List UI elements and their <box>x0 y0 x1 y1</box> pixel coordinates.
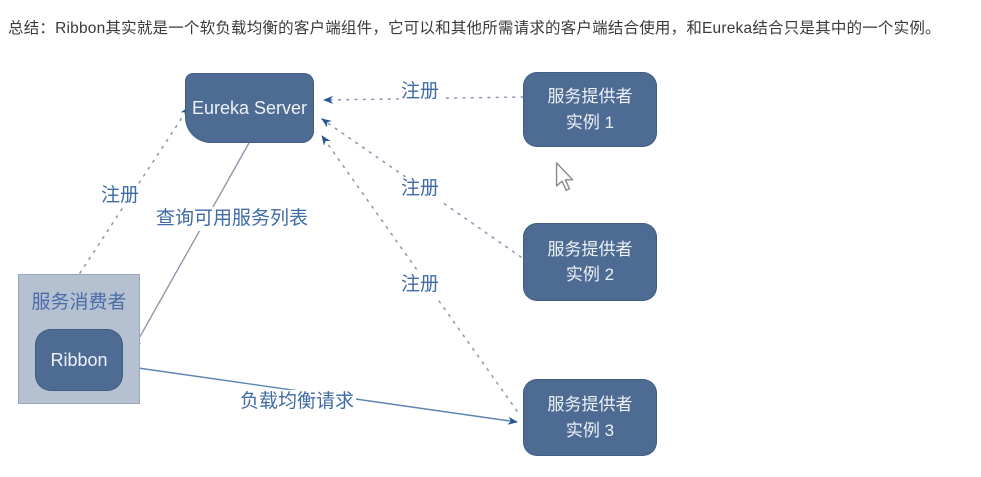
summary-text: 总结：Ribbon其实就是一个软负载均衡的客户端组件，它可以和其他所需请求的客户… <box>8 20 941 37</box>
label-query-services: 查询可用服务列表 <box>154 207 311 231</box>
provider2-instance: 实例 2 <box>565 265 615 284</box>
node-service-provider-3: 服务提供者 实例 3 <box>523 379 657 456</box>
service-consumer-label: 服务消费者 <box>31 292 127 313</box>
label-register-provider3: 注册 <box>399 273 442 297</box>
provider2-title: 服务提供者 <box>547 239 633 259</box>
provider3-instance: 实例 3 <box>565 420 615 440</box>
provider1-instance: 实例 1 <box>565 112 615 132</box>
eureka-server-label: Eureka Server <box>191 97 308 118</box>
ribbon-label: Ribbon <box>50 349 108 370</box>
mouse-cursor-icon <box>555 162 574 191</box>
label-register-consumer: 注册 <box>99 184 142 208</box>
label-load-balance-request: 负载均衡请求 <box>238 390 357 414</box>
provider3-title: 服务提供者 <box>547 395 633 414</box>
node-service-provider-1: 服务提供者 实例 1 <box>523 72 657 147</box>
provider1-title: 服务提供者 <box>547 87 633 106</box>
node-ribbon: Ribbon <box>35 329 123 391</box>
label-register-provider2: 注册 <box>399 177 442 201</box>
label-register-provider1: 注册 <box>399 80 442 104</box>
node-service-provider-2: 服务提供者 实例 2 <box>523 223 657 301</box>
node-eureka-server: Eureka Server <box>185 73 314 143</box>
edge-query-services <box>132 142 250 350</box>
